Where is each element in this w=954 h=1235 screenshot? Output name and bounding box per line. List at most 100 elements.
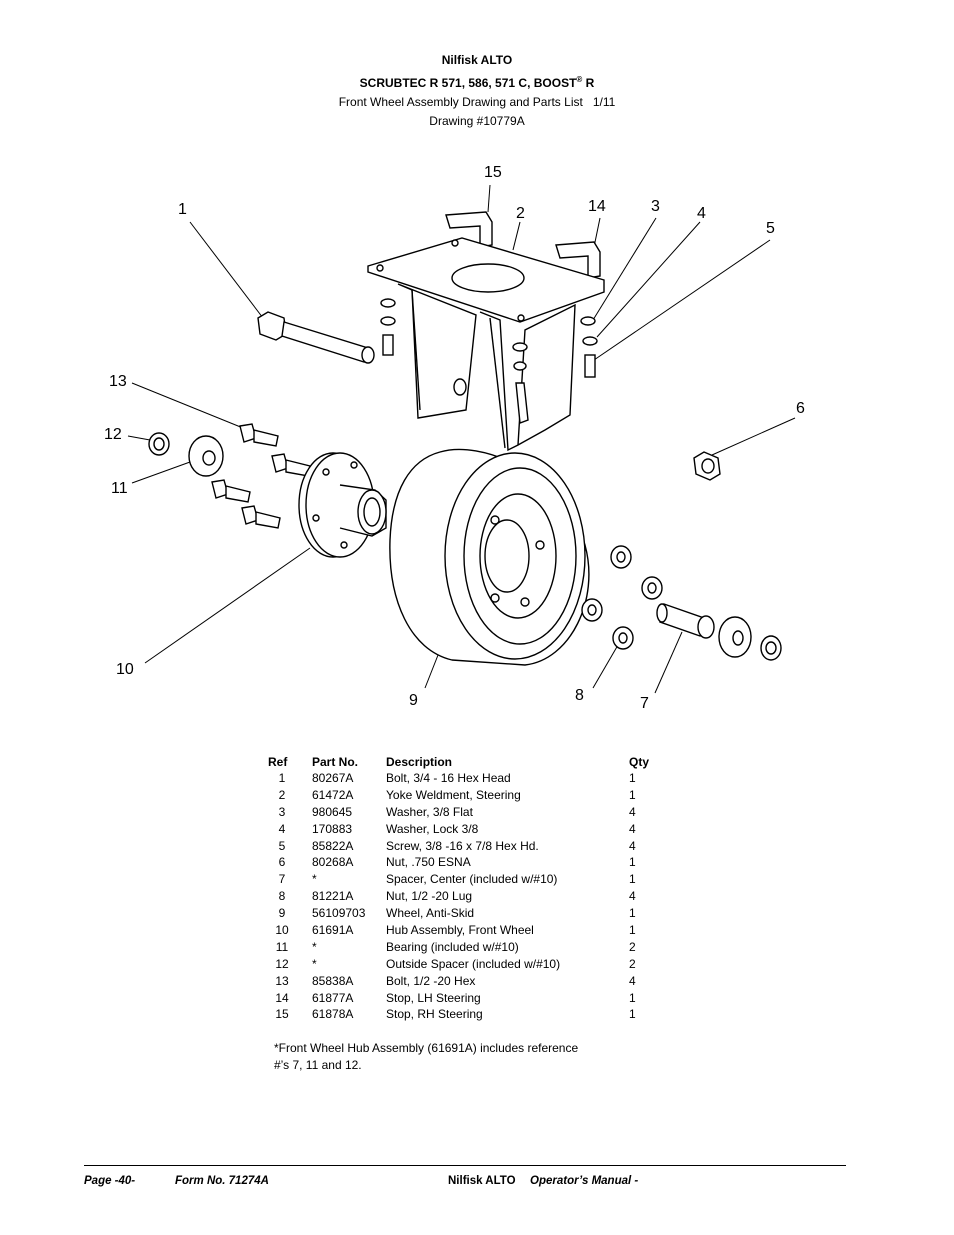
bearing: [188, 435, 224, 477]
callout-13: 13: [109, 373, 127, 390]
cell-description: Washer, 3/8 Flat: [386, 804, 473, 819]
cell-part-no: 980645: [312, 804, 353, 819]
cell-qty: 1: [629, 990, 636, 1005]
cell-part-no: 81221A: [312, 889, 354, 904]
cell-qty: 4: [629, 804, 636, 819]
cell-ref: 6: [278, 855, 286, 870]
cell-description: Bolt, 1/2 -20 Hex: [386, 973, 476, 988]
cell-part-no: 80268A: [312, 855, 354, 870]
table-row: 8 81221A Nut, 1/2 -20 Lug 4: [268, 889, 659, 906]
cell-part-no: 61878A: [312, 1007, 354, 1022]
callout-numbers: 1 2 3 4 5 6 7 8 9 10 11 12 13 14 15: [104, 164, 805, 712]
drawing-subtitle: Front Wheel Assembly Drawing and Parts L…: [338, 95, 616, 109]
brand-title: Nilfisk ALTO: [441, 53, 513, 67]
cell-ref: 5: [278, 838, 286, 853]
cell-part-no: 85838A: [312, 973, 354, 988]
cell-qty: 4: [629, 838, 636, 853]
col-description: Description: [386, 754, 453, 769]
cell-ref: 11: [275, 939, 289, 954]
bolt-hex-head: [257, 311, 375, 364]
cell-qty: 1: [629, 906, 636, 921]
model-name: SCRUBTEC R 571, 586, 571 C, BOOST: [359, 76, 577, 90]
cell-description: Hub Assembly, Front Wheel: [386, 923, 534, 938]
yoke-weldment: [367, 237, 605, 452]
cell-description: Stop, RH Steering: [386, 1007, 483, 1022]
outside-spacer-right: [760, 635, 782, 661]
cell-qty: 1: [629, 872, 636, 887]
cell-part-no: *: [312, 872, 317, 887]
hub-bolts: [211, 423, 311, 529]
note-line-1: *Front Wheel Hub Assembly (61691A) inclu…: [274, 1041, 579, 1055]
cell-ref: 8: [278, 889, 286, 904]
callout-4: 4: [697, 205, 706, 222]
cell-description: Nut, .750 ESNA: [386, 855, 471, 870]
cell-ref: 12: [275, 956, 289, 971]
col-qty: Qty: [629, 754, 650, 769]
callout-1: 1: [178, 201, 187, 218]
table-row: 5 85822A Screw, 3/8 -16 x 7/8 Hex Hd. 4: [268, 839, 659, 856]
model-title: SCRUBTEC R 571, 586, 571 C, BOOST® R: [0, 70, 954, 93]
cell-ref: 9: [278, 906, 286, 921]
cell-description: Washer, Lock 3/8: [386, 821, 479, 836]
col-ref: Ref: [268, 754, 288, 769]
cell-qty: 1: [629, 771, 636, 785]
cell-description: Wheel, Anti-Skid: [386, 906, 475, 921]
cell-qty: 1: [629, 1007, 636, 1022]
footer-page: Page -40-: [84, 1175, 136, 1187]
callout-14: 14: [588, 198, 606, 215]
table-row: 11*Bearing (included w/#10)2: [268, 940, 659, 957]
cell-description: Screw, 3/8 -16 x 7/8 Hex Hd.: [386, 838, 539, 853]
cell-ref: 15: [275, 1007, 289, 1022]
cell-ref: 13: [275, 973, 289, 988]
cell-part-no: 61877A: [312, 990, 354, 1005]
table-row: 3 980645 Washer, 3/8 Flat 4: [268, 805, 659, 822]
callout-11: 11: [111, 480, 128, 497]
footer-form: Form No. 71274A: [175, 1175, 269, 1187]
model-suffix: R: [582, 76, 595, 90]
callout-7: 7: [640, 695, 649, 712]
cell-part-no: 56109703: [312, 906, 366, 921]
callout-2: 2: [516, 205, 525, 222]
cell-ref: 10: [275, 923, 289, 938]
hub-assembly-note: *Front Wheel Hub Assembly (61691A) inclu…: [274, 1040, 594, 1074]
col-part-no: Part No.: [312, 754, 359, 769]
cell-description: Stop, LH Steering: [386, 990, 481, 1005]
registered-mark: ®: [576, 75, 583, 84]
callout-9: 9: [409, 692, 418, 709]
table-row: 12*Outside Spacer (included w/#10)2: [268, 957, 659, 974]
footer-manual: Operator’s Manual -: [530, 1175, 639, 1187]
cell-qty: 1: [629, 787, 636, 802]
cell-qty: 4: [629, 889, 636, 904]
anti-skid-wheel: [389, 448, 590, 666]
table-row: 7*Spacer, Center (included w/#10)1: [268, 872, 659, 889]
table-row: 9 56109703 Wheel, Anti-Skid 1: [268, 906, 659, 923]
header-block: Nilfisk ALTO SCRUBTEC R 571, 586, 571 C,…: [0, 51, 954, 131]
cell-part-no: *: [312, 939, 317, 954]
callout-3: 3: [651, 198, 660, 215]
cell-ref: 1: [278, 771, 286, 785]
cell-ref: 3: [278, 804, 286, 819]
footer-brand: Nilfisk ALTO: [448, 1175, 516, 1187]
cell-part-no: 80267A: [312, 771, 354, 785]
cell-description: Bolt, 3/4 - 16 Hex Head: [386, 771, 511, 785]
yoke-fasteners: [380, 298, 598, 424]
cell-part-no: 85822A: [312, 838, 354, 853]
callout-15: 15: [484, 164, 502, 181]
cell-part-no: 61472A: [312, 787, 354, 802]
leader-lines: [127, 184, 796, 694]
exploded-assembly-drawing: 1 2 3 4 5 6 7 8 9 10 11 12 13 14 15: [104, 164, 805, 712]
cell-qty: 2: [629, 956, 636, 971]
note-line-2: #’s 7, 11 and 12.: [274, 1058, 362, 1072]
cell-description: Outside Spacer (included w/#10): [386, 956, 561, 971]
cell-ref: 2: [278, 787, 286, 802]
cell-description: Bearing (included w/#10): [386, 939, 519, 954]
hub-assembly: [298, 452, 387, 558]
cell-qty: 4: [629, 821, 636, 836]
cell-description: Nut, 1/2 -20 Lug: [386, 889, 473, 904]
cell-qty: 1: [629, 923, 636, 938]
callout-6: 6: [796, 400, 805, 417]
